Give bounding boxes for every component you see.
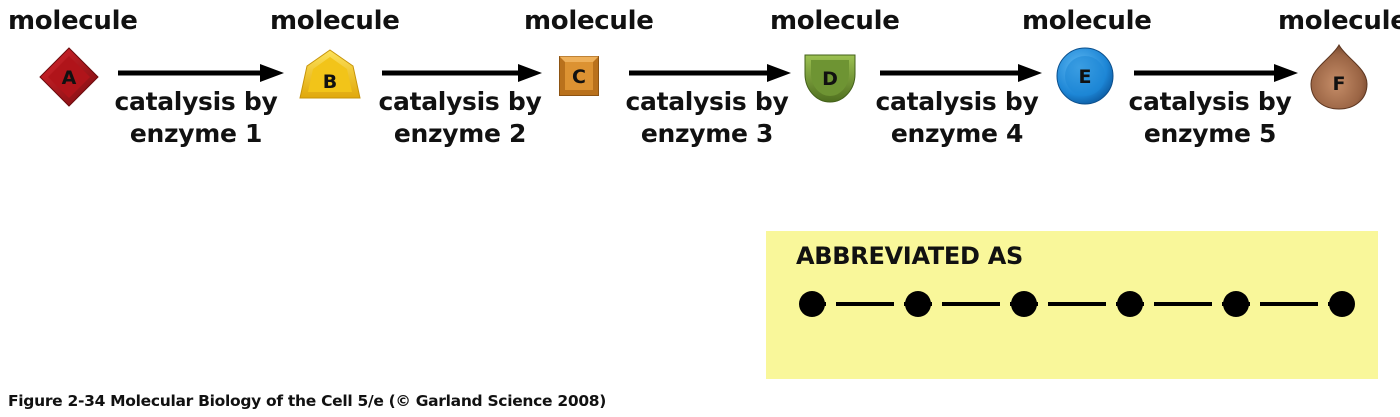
abbrev-gaps bbox=[826, 299, 1328, 309]
reaction-arrow-2 bbox=[382, 64, 542, 82]
reaction-arrow-1 bbox=[118, 64, 284, 82]
enzyme-2-line1: catalysis by bbox=[378, 87, 542, 116]
abbreviation-panel: ABBREVIATED AS bbox=[766, 231, 1378, 379]
enzyme-3-label: catalysis by enzyme 3 bbox=[612, 86, 802, 150]
molecule-d-label: molecule bbox=[770, 6, 900, 36]
molecule-a-letter: A bbox=[62, 67, 77, 89]
figure-caption: Figure 2-34 Molecular Biology of the Cel… bbox=[8, 392, 607, 410]
molecule-d-letter: D bbox=[822, 68, 838, 90]
molecule-d-shield-icon: D bbox=[804, 54, 856, 103]
molecule-b-label: molecule bbox=[270, 6, 400, 36]
enzyme-1-line1: catalysis by bbox=[114, 87, 278, 116]
enzyme-5-line1: catalysis by bbox=[1128, 87, 1292, 116]
molecule-e-label: molecule bbox=[1022, 6, 1152, 36]
abbreviation-title: ABBREVIATED AS bbox=[796, 242, 1023, 270]
enzyme-4-line2: enzyme 4 bbox=[890, 119, 1024, 148]
molecule-b-letter: B bbox=[323, 71, 337, 93]
enzyme-2-line2: enzyme 2 bbox=[393, 119, 527, 148]
enzyme-3-line2: enzyme 3 bbox=[640, 119, 774, 148]
abbrev-node-1 bbox=[799, 291, 825, 317]
enzyme-5-label: catalysis by enzyme 5 bbox=[1115, 86, 1305, 150]
reaction-arrow-4 bbox=[880, 64, 1042, 82]
enzyme-3-line1: catalysis by bbox=[625, 87, 789, 116]
molecule-c-square-icon: C bbox=[559, 56, 599, 96]
enzyme-5-line2: enzyme 5 bbox=[1143, 119, 1277, 148]
molecule-a-label: molecule bbox=[8, 6, 138, 36]
abbrev-node-3 bbox=[1011, 291, 1037, 317]
abbreviated-pathway bbox=[799, 291, 1355, 317]
enzyme-1-line2: enzyme 1 bbox=[129, 119, 263, 148]
abbrev-node-6 bbox=[1329, 291, 1355, 317]
molecule-e-letter: E bbox=[1079, 66, 1092, 88]
molecule-f-label: molecule bbox=[1278, 6, 1400, 36]
molecule-f-letter: F bbox=[1333, 73, 1346, 95]
molecule-b-pentagon-icon: B bbox=[299, 49, 361, 99]
enzyme-4-line1: catalysis by bbox=[875, 87, 1039, 116]
abbrev-node-4 bbox=[1117, 291, 1143, 317]
molecule-c-label: molecule bbox=[524, 6, 654, 36]
molecule-f-drop-icon: F bbox=[1310, 44, 1368, 110]
molecule-c-letter: C bbox=[572, 66, 586, 88]
enzyme-1-label: catalysis by enzyme 1 bbox=[101, 86, 291, 150]
abbrev-node-5 bbox=[1223, 291, 1249, 317]
molecule-a-diamond-icon: A bbox=[39, 47, 99, 107]
enzyme-4-label: catalysis by enzyme 4 bbox=[862, 86, 1052, 150]
reaction-arrow-3 bbox=[629, 64, 791, 82]
enzyme-2-label: catalysis by enzyme 2 bbox=[365, 86, 555, 150]
molecule-e-circle-icon: E bbox=[1056, 47, 1114, 105]
reaction-arrow-5 bbox=[1134, 64, 1298, 82]
abbrev-node-2 bbox=[905, 291, 931, 317]
